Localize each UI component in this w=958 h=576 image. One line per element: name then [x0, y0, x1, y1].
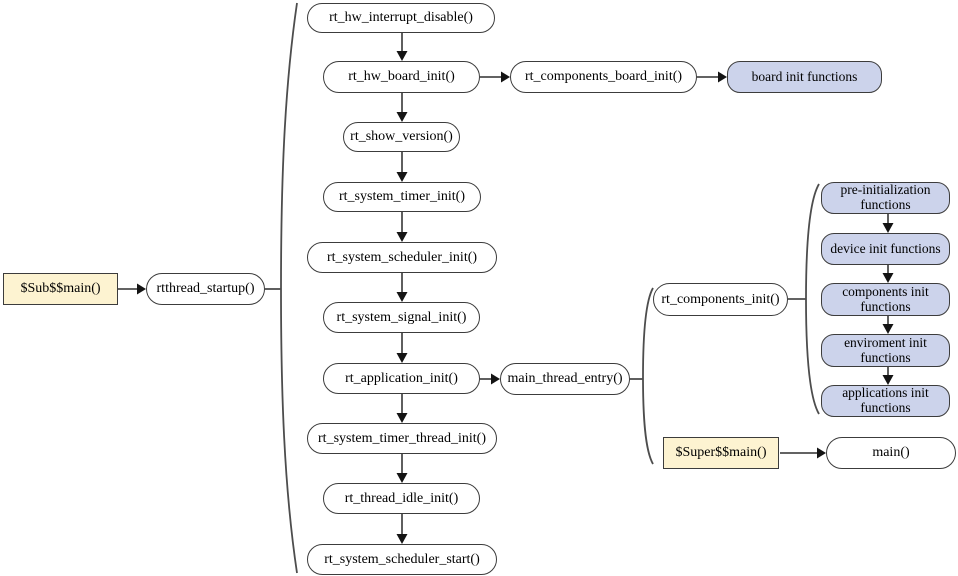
node-rt-components-init: rt_components_init()	[653, 283, 788, 316]
arrow-head	[491, 373, 500, 385]
node-rt-hw-interrupt-disable: rt_hw_interrupt_disable()	[307, 3, 495, 33]
node-board-init-functions: board init functions	[727, 61, 882, 93]
brace-main-thread-group	[642, 287, 654, 465]
node-rt-application-init: rt_application_init()	[323, 363, 480, 394]
arrow-head	[396, 473, 408, 483]
brace-startup-group	[280, 2, 298, 574]
arrow-head	[396, 232, 408, 242]
arrow-head	[396, 172, 408, 182]
node-applications-init-functions: applications init functions	[821, 385, 950, 417]
arrow-head	[396, 413, 408, 423]
node-device-init-functions: device init functions	[821, 233, 950, 265]
node-rt-show-version: rt_show_version()	[343, 122, 460, 152]
node-main: main()	[826, 437, 956, 469]
arrow-head	[137, 283, 146, 295]
node-pre-initialization-functions: pre-initialization functions	[821, 182, 950, 214]
arrow-head	[396, 534, 408, 544]
arrow-head	[396, 353, 408, 363]
node-super-main: $Super$$main()	[663, 437, 779, 469]
node-sub-main: $Sub$$main()	[3, 273, 118, 305]
node-rt-system-scheduler-start: rt_system_scheduler_start()	[307, 544, 497, 575]
arrow-head	[718, 71, 727, 83]
node-rt-system-scheduler-init: rt_system_scheduler_init()	[307, 242, 497, 273]
node-rtthread-startup: rtthread_startup()	[146, 273, 265, 305]
arrow-head	[882, 223, 894, 233]
node-rt-system-timer-init: rt_system_timer_init()	[323, 182, 481, 212]
arrow-head	[882, 324, 894, 334]
arrow-head	[882, 375, 894, 385]
arrow-head	[882, 273, 894, 283]
node-components-init-functions: components init functions	[821, 283, 950, 316]
arrow-head	[396, 51, 408, 61]
node-rt-system-timer-thread-init: rt_system_timer_thread_init()	[307, 423, 497, 454]
node-rt-thread-idle-init: rt_thread_idle_init()	[323, 483, 480, 514]
node-rt-components-board-init: rt_components_board_init()	[510, 61, 697, 93]
node-enviroment-init-functions: enviroment init functions	[821, 334, 950, 367]
node-main-thread-entry: main_thread_entry()	[500, 363, 630, 395]
arrow-head	[396, 292, 408, 302]
node-rt-hw-board-init: rt_hw_board_init()	[323, 61, 480, 93]
arrow-head	[396, 112, 408, 122]
arrow-head	[817, 447, 826, 459]
node-rt-system-signal-init: rt_system_signal_init()	[323, 302, 480, 333]
brace-components-group	[805, 183, 820, 415]
arrow-head	[501, 71, 510, 83]
